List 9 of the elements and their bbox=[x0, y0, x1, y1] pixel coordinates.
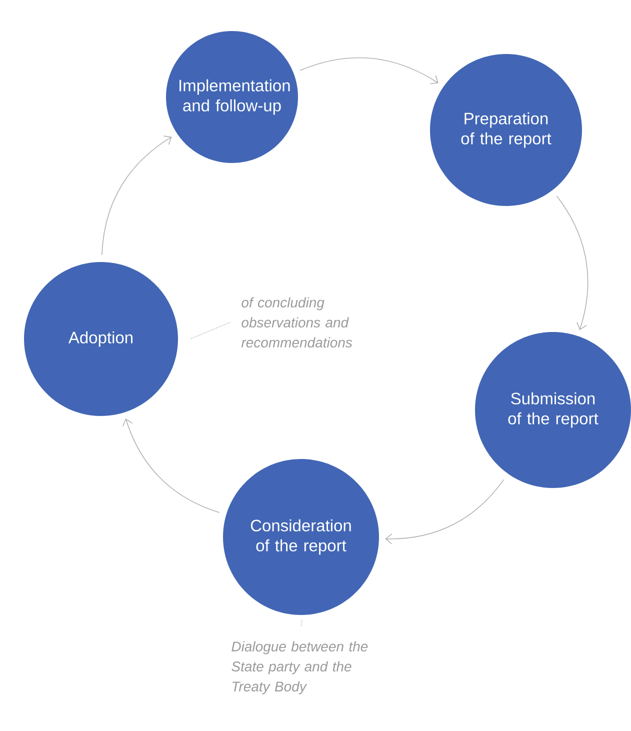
note-text: of concluding observations and recommendations bbox=[241, 297, 352, 348]
arrow bbox=[300, 57, 438, 84]
note-text: Dialogue between the State party and the Treaty Body bbox=[232, 641, 368, 694]
arrow bbox=[385, 479, 504, 544]
arrow bbox=[122, 418, 220, 513]
leader-line bbox=[300, 620, 302, 628]
arrow bbox=[101, 136, 172, 256]
arrow bbox=[556, 196, 588, 330]
leader-line bbox=[190, 322, 230, 340]
